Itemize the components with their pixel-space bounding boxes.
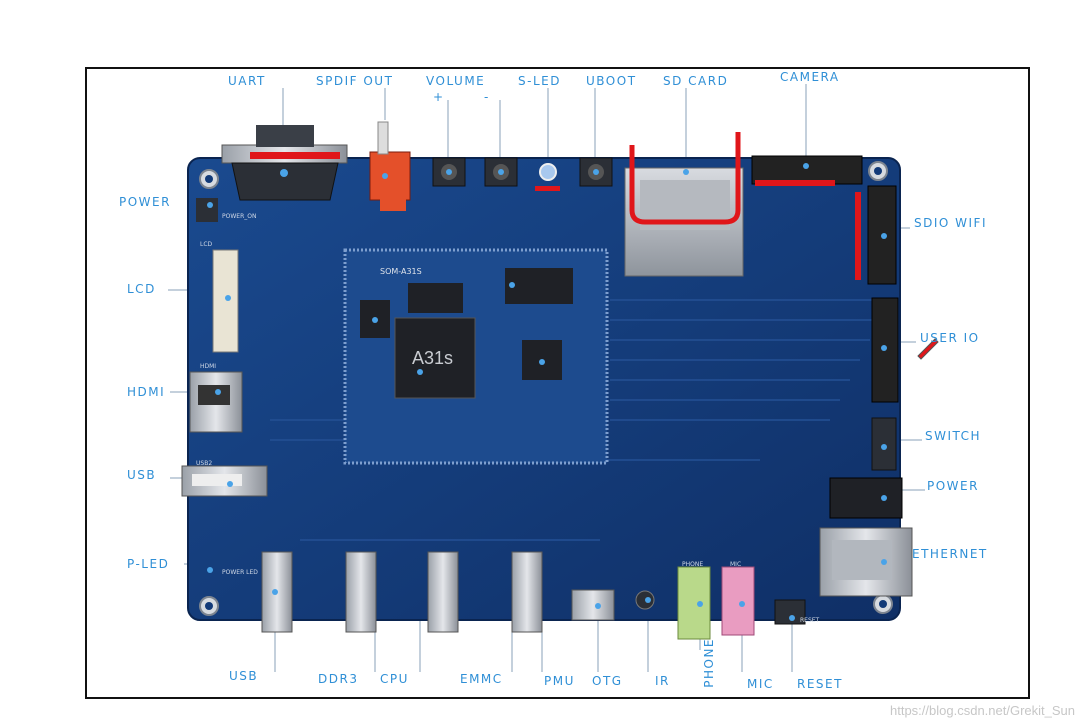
label-ir: IR — [655, 674, 670, 688]
label-ddr3: DDR3 — [318, 672, 359, 686]
label-spdif-out: SPDIF OUT — [316, 74, 394, 88]
silk-lcd: LCD — [200, 241, 213, 248]
label-p-led: P-LED — [127, 557, 170, 571]
label-volume-plus: + — [433, 90, 445, 104]
label-usb-bottom: USB — [229, 669, 259, 683]
label-reset: RESET — [797, 677, 843, 691]
usb-connector-left — [181, 465, 268, 497]
label-lcd: LCD — [127, 282, 156, 296]
label-mic: MIC — [747, 677, 774, 691]
svg-text:SOM-A31S: SOM-A31S — [380, 267, 422, 276]
som-module: A31s SOM-A31S — [343, 248, 609, 465]
label-uboot: UBOOT — [586, 74, 637, 88]
phone-jack — [677, 566, 711, 640]
label-power-right: POWER — [927, 479, 979, 493]
pen-cursor-icon — [917, 338, 939, 360]
otg-port — [571, 589, 615, 621]
label-otg: OTG — [592, 674, 623, 688]
mic-jack — [721, 566, 755, 636]
power-button-top — [196, 198, 218, 222]
label-emmc: EMMC — [460, 672, 503, 686]
spdif-connector — [369, 121, 411, 211]
label-user-io: USER IO — [920, 331, 980, 345]
silk-reset: RESET — [800, 617, 820, 624]
label-camera: CAMERA — [780, 70, 840, 84]
label-uart: UART — [228, 74, 266, 88]
label-sd-card: SD CARD — [663, 74, 729, 88]
hdmi-connector — [189, 371, 243, 433]
label-volume: VOLUME — [426, 74, 486, 88]
silk-usb2: USB2 — [196, 460, 213, 467]
usb-ports-bottom — [261, 551, 543, 633]
uart-connector — [221, 125, 348, 201]
label-sdio-wifi: SDIO WIFI — [914, 216, 988, 230]
label-pmu: PMU — [544, 674, 575, 688]
watermark: https://blog.csdn.net/Grekit_Sun — [890, 703, 1075, 718]
lcd-connector — [212, 249, 239, 353]
silk-phone: PHONE — [682, 561, 704, 568]
svg-text:A31s: A31s — [412, 348, 453, 368]
label-volume-minus: - — [484, 90, 490, 104]
silk-hdmi: HDMI — [200, 363, 217, 370]
label-ethernet: ETHERNET — [912, 547, 988, 561]
label-cpu: CPU — [380, 672, 409, 686]
silk-mic: MIC — [730, 561, 742, 568]
label-usb-left: USB — [127, 468, 157, 482]
camera-header — [751, 155, 863, 186]
label-hdmi: HDMI — [127, 385, 166, 399]
label-dots — [207, 163, 887, 621]
sd-card-slot — [624, 132, 744, 277]
s-led — [539, 163, 557, 181]
silk-power-on: POWER_ON — [222, 213, 257, 220]
label-power-top: POWER — [119, 195, 171, 209]
label-s-led: S-LED — [518, 74, 561, 88]
label-switch: SWITCH — [925, 429, 982, 443]
label-phone: PHONE — [702, 638, 716, 688]
ethernet-port — [819, 527, 913, 597]
power-jack — [829, 477, 903, 519]
silk-power-led: POWER LED — [222, 569, 258, 576]
